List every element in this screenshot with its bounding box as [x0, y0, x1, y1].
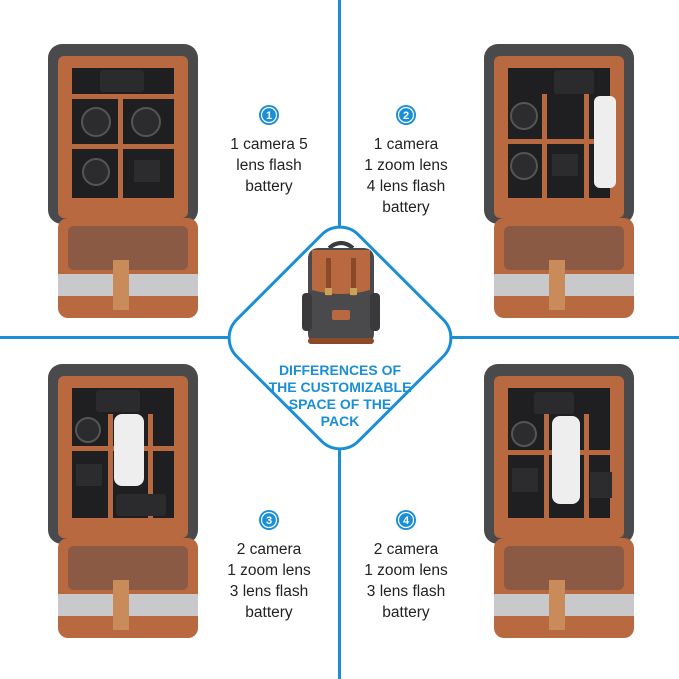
caption-line: battery: [382, 199, 430, 216]
caption-line: 1 zoom lens: [364, 562, 448, 579]
config-caption-4: 2 camera 1 zoom lens 3 lens flash batter…: [341, 539, 471, 623]
number-badge-icon: 1: [259, 105, 279, 125]
caption-line: 3 lens flash: [366, 583, 446, 600]
backpack-open-image: [48, 44, 198, 318]
backpack-open-image: [484, 44, 634, 318]
backpack-closed-image: [302, 241, 380, 344]
caption-line: lens flash: [236, 157, 302, 174]
caption-line: 1 camera: [373, 136, 439, 153]
center-title-line: THE CUSTOMIZABLE: [268, 379, 412, 395]
config-caption-2: 1 camera 1 zoom lens 4 lens flash batter…: [341, 134, 471, 218]
number-badge-label: 2: [403, 110, 409, 122]
caption-line: battery: [245, 604, 293, 621]
number-badge-icon: 2: [396, 105, 416, 125]
caption-line: battery: [245, 178, 293, 195]
number-badge-icon: 3: [259, 510, 279, 530]
backpack-open-image: [484, 364, 634, 638]
caption-line: 2 camera: [236, 541, 302, 558]
number-badge-label: 4: [403, 515, 410, 527]
caption-line: 4 lens flash: [366, 178, 446, 195]
number-badge-label: 1: [266, 110, 272, 122]
config-caption-1: 1 camera 5 lens flash battery: [204, 134, 334, 197]
config-caption-3: 2 camera 1 zoom lens 3 lens flash batter…: [204, 539, 334, 623]
caption-line: 1 camera 5: [230, 136, 308, 153]
center-title: DIFFERENCES OF THE CUSTOMIZABLE SPACE OF…: [250, 362, 430, 430]
caption-line: 1 zoom lens: [227, 562, 311, 579]
center-title-line: PACK: [320, 413, 360, 429]
number-badge-icon: 4: [396, 510, 416, 530]
number-badge-label: 3: [266, 515, 272, 527]
caption-line: 1 zoom lens: [364, 157, 448, 174]
caption-line: battery: [382, 604, 430, 621]
center-title-line: SPACE OF THE: [288, 396, 392, 412]
caption-line: 3 lens flash: [229, 583, 309, 600]
backpack-open-image: [48, 364, 198, 638]
center-title-line: DIFFERENCES OF: [278, 362, 402, 378]
caption-line: 2 camera: [373, 541, 439, 558]
